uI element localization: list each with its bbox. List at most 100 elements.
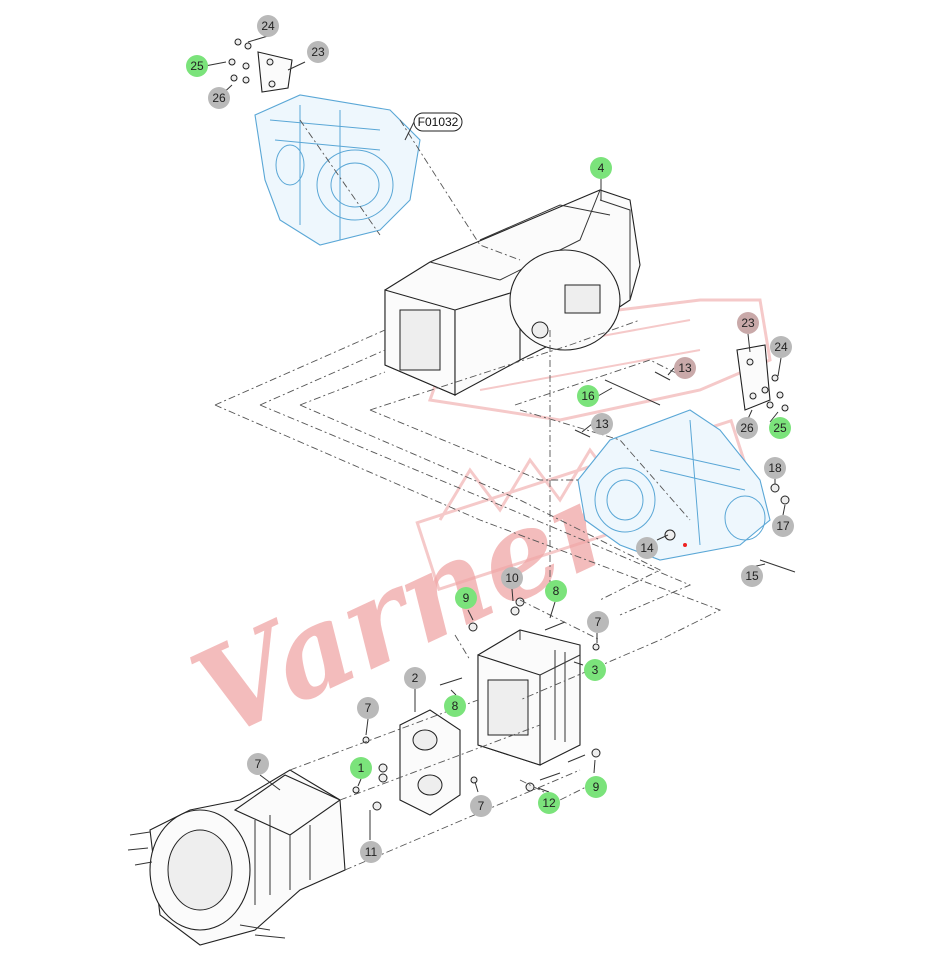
callout-26: 26 [208,87,230,109]
callout-number: 11 [365,845,378,859]
assembly-lines [214,119,722,871]
callout-number: 15 [745,569,759,583]
callout-number: 9 [463,591,470,605]
callout-13: 13 [591,413,613,435]
callout-12: 12 [538,792,560,814]
callout-circle [404,667,426,689]
rod-and-pins [574,371,796,573]
callout-number: 7 [595,615,602,629]
callout-circle [770,336,792,358]
callout-circle [247,753,269,775]
callout-circle [257,15,279,37]
callout-circle [357,697,379,719]
callout-8: 8 [444,695,466,717]
callout-25: 25 [769,417,791,439]
callout-circle [538,792,560,814]
callout-number: 12 [542,796,556,810]
callout-circle [769,417,791,439]
callout-number: 2 [412,671,419,685]
callout-number: 8 [553,584,560,598]
top-left-housing-highlighted [254,94,421,246]
callout-circle [585,776,607,798]
main-transmission-housing [384,189,641,396]
callout-9: 9 [455,587,477,609]
callout-number: 10 [505,571,519,585]
callout-4: 4 [590,157,612,179]
bracket-right [664,344,790,541]
callout-number: 3 [592,663,599,677]
callout-23: 23 [737,312,759,334]
callout-circle [590,157,612,179]
callout-1: 1 [350,757,372,779]
callout-circle [577,385,599,407]
callout-circle [591,413,613,435]
callout-number: 14 [640,541,654,555]
callout-circle [455,587,477,609]
right-housing-highlighted [577,409,771,561]
callout-number: 16 [581,389,595,403]
callout-circle [584,659,606,681]
bolts-middle [468,597,601,792]
callout-18: 18 [764,457,786,479]
callout-circle [636,537,658,559]
callout-number: 23 [311,45,325,59]
callout-3: 3 [584,659,606,681]
callout-number: 7 [365,701,372,715]
callout-number: 17 [776,519,790,533]
callout-number: 26 [740,421,754,435]
callout-circle [736,417,758,439]
callout-number: 18 [768,461,782,475]
callout-circle [208,87,230,109]
callout-circle [545,580,567,602]
callout-7: 7 [357,697,379,719]
callout-17: 17 [772,515,794,537]
callout-number: 26 [212,91,226,105]
callout-number: 8 [452,699,459,713]
callout-circle [587,611,609,633]
callout-circle [470,795,492,817]
callout-circle [186,55,208,77]
callout-circle [350,757,372,779]
callout-10: 10 [501,567,523,589]
front-clutch-housing [127,769,346,946]
cover-plate [352,709,478,816]
callout-circle [772,515,794,537]
callout-23: 23 [307,41,329,63]
callout-13: 13 [674,357,696,379]
callout-2: 2 [404,667,426,689]
callout-9: 9 [585,776,607,798]
bracket-top-left [228,38,293,93]
callout-circle [741,565,763,587]
callout-number: 25 [773,421,787,435]
callout-number: 1 [358,761,365,775]
callout-24: 24 [257,15,279,37]
callout-number: 4 [598,161,605,175]
callout-number: 25 [190,59,204,73]
callout-25: 25 [186,55,208,77]
callout-circle [737,312,759,334]
callout-circle [501,567,523,589]
callout-7: 7 [247,753,269,775]
callout-circle [764,457,786,479]
callout-number: 7 [478,799,485,813]
callout-circle [307,41,329,63]
callout-24: 24 [770,336,792,358]
callout-16: 16 [577,385,599,407]
callout-number: 9 [593,780,600,794]
callout-number: 24 [261,19,275,33]
callout-circle [444,695,466,717]
callout-15: 15 [741,565,763,587]
callout-number: 23 [741,316,755,330]
callout-7: 7 [587,611,609,633]
callout-26: 26 [736,417,758,439]
intermediate-housing [439,621,581,766]
callout-7: 7 [470,795,492,817]
callout-14: 14 [636,537,658,559]
callout-8: 8 [545,580,567,602]
reference-label: F01032 [404,112,463,141]
callout-circle [360,841,382,863]
callout-number: 7 [255,757,262,771]
callout-number: 24 [774,340,788,354]
